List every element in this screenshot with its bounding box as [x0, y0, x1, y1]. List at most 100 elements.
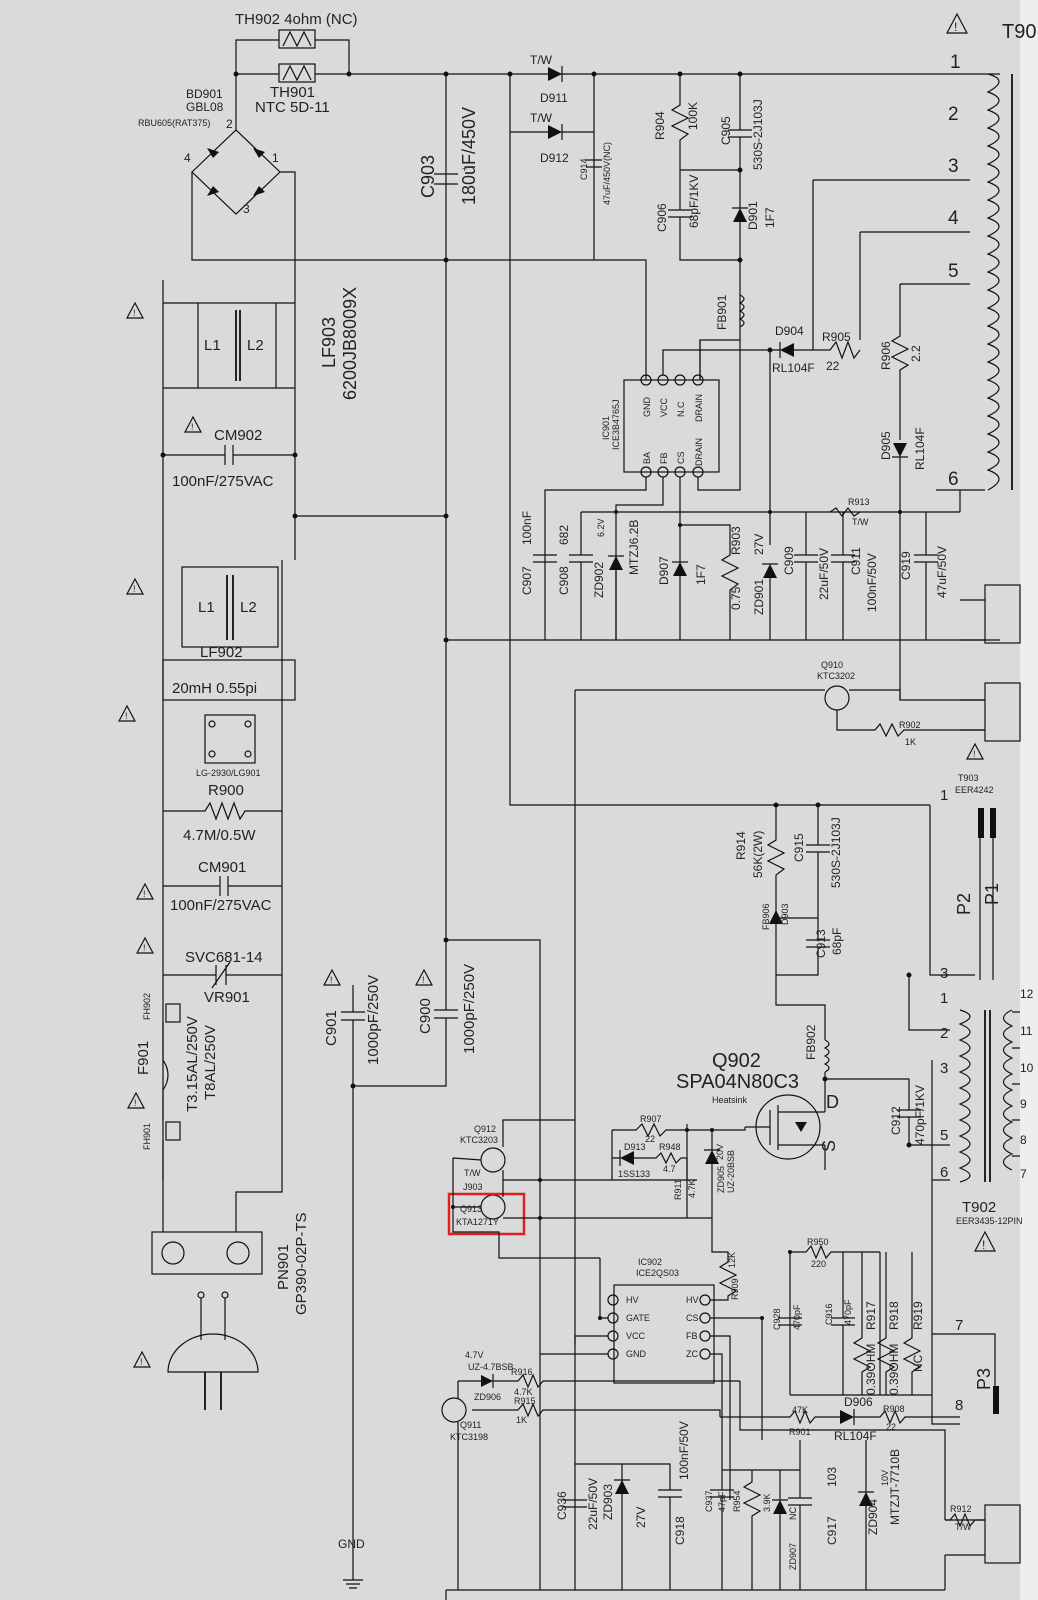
ac-input-section: TH902 4ohm (NC) TH901 NTC 5D-11 BD901 GB…	[118, 11, 1000, 1589]
c907-value: 100nF	[520, 511, 534, 545]
pn901-connector	[151, 1231, 263, 1275]
q902-label: Q902	[712, 1050, 761, 1072]
zd907-label: ZD907	[788, 1543, 798, 1570]
zd901-value: 27V	[752, 534, 766, 555]
zd905-label: ZD905	[716, 1166, 726, 1193]
f901-label: F901	[135, 1041, 152, 1075]
p2-label: P2	[954, 893, 974, 915]
c919-value: 47uF/50V	[935, 546, 949, 598]
c918-label: C918	[673, 1516, 687, 1545]
c914-value: 47uF/450V(NC)	[602, 142, 612, 205]
r905-value: 22	[826, 359, 840, 373]
ic901-pin-cs: CS	[676, 451, 686, 464]
r908-value: 22	[886, 1422, 896, 1432]
r911-label: R911	[673, 1179, 683, 1200]
d903-label: D903	[780, 903, 790, 925]
svg-text:2: 2	[226, 117, 233, 131]
r901-label: R901	[789, 1427, 811, 1437]
ic902-value: ICE2QS03	[636, 1268, 679, 1278]
zd905-part: UZ-20BSB	[726, 1150, 736, 1193]
zd907-value: NC	[788, 1507, 798, 1520]
svg-text:!: !	[982, 1238, 985, 1252]
t902-pin2: 2	[940, 1025, 948, 1042]
ic902-chip	[613, 1284, 715, 1384]
ic901-label: IC901	[601, 416, 611, 440]
lf902-label: LF902	[200, 644, 243, 661]
zd906-part: UZ-4.7BSB	[468, 1362, 514, 1372]
t902-pin6: 6	[940, 1164, 948, 1181]
warning-icon: !	[136, 882, 154, 900]
gnd-label: GND	[338, 1537, 365, 1551]
c903-value: 180uF/450V	[459, 107, 479, 205]
r900-value: 4.7M/0.5W	[183, 827, 256, 844]
t903-pin3: 3	[940, 965, 948, 982]
lf902-l2: L2	[240, 599, 257, 616]
c903-label: C903	[418, 155, 438, 198]
r903-label: R903	[729, 526, 743, 555]
t901-pin6: 6	[948, 469, 959, 490]
c928-label: C928	[772, 1308, 782, 1330]
q911-value: KTC3198	[450, 1432, 488, 1442]
q912-value: KTC3203	[460, 1135, 498, 1145]
c909-label: C909	[782, 546, 796, 575]
r912-label: R912	[950, 1504, 972, 1514]
zd906-volt: 4.7V	[465, 1350, 484, 1360]
lf903-value: 6200JB8009X	[340, 287, 360, 400]
r948-label: R948	[659, 1142, 681, 1152]
d913-label: D913	[624, 1142, 646, 1152]
fuse-f901	[162, 1022, 169, 1120]
svg-text:!: !	[140, 1357, 143, 1367]
ic902-pin-hv-right: HV	[686, 1295, 699, 1305]
q902-heatsink: Heatsink	[712, 1095, 748, 1105]
q913-value: KTA1271Y	[456, 1217, 499, 1227]
t902-secondary	[1002, 1009, 1014, 1171]
svg-text:!: !	[134, 1098, 137, 1108]
c917-value: 103	[825, 1467, 839, 1487]
r954-label: R954	[732, 1490, 742, 1512]
warning-icon: !	[126, 577, 144, 595]
r902-label: R902	[899, 720, 921, 730]
d906-diode	[840, 1410, 854, 1424]
q913-highlight-box	[447, 1192, 526, 1236]
zd907-zener	[773, 1500, 787, 1514]
r950-label: R950	[807, 1237, 829, 1247]
c911-value: 100nF/50V	[865, 553, 879, 612]
r905-label: R905	[822, 330, 851, 344]
c900-value: 1000pF/250V	[461, 964, 478, 1054]
svg-text:!: !	[191, 422, 194, 432]
svg-text:!: !	[954, 20, 957, 34]
c913-label: C913	[814, 929, 828, 958]
zd903-zener	[615, 1480, 629, 1494]
r916-label: R916	[511, 1367, 533, 1377]
r904-label: R904	[653, 111, 667, 140]
bd901-alt: RBU605(RAT375)	[138, 118, 210, 128]
zd905-value: 20V	[715, 1144, 725, 1160]
zd901-label: ZD901	[752, 579, 766, 615]
t901-pin1: 1	[950, 52, 961, 73]
zd902-value: MTZJ6.2B	[627, 520, 641, 575]
ic901-pin-gnd: GND	[642, 397, 652, 418]
r918-label: R918	[887, 1301, 901, 1330]
q913-transistor	[480, 1194, 506, 1220]
q912-label: Q912	[474, 1124, 496, 1134]
d903-diode	[769, 910, 783, 924]
c906-label: C906	[655, 203, 669, 232]
c914-label: C914	[579, 158, 589, 180]
c901-value: 1000pF/250V	[365, 975, 382, 1065]
c916-label: C916	[824, 1303, 834, 1325]
r917-value: 0.39OHM	[864, 1344, 878, 1395]
r907-value: 22	[645, 1134, 655, 1144]
d904-diode	[780, 343, 794, 357]
svg-text:!: !	[973, 749, 976, 759]
d911-label: D911	[540, 91, 568, 105]
c905-value: 530S-2J103J	[751, 99, 765, 170]
j903-label: J903	[463, 1182, 483, 1192]
zd902-zener	[609, 556, 623, 570]
r912-tw: T/W	[955, 1522, 972, 1532]
zd903-value: 27V	[634, 1507, 648, 1528]
lf902-l1: L1	[198, 599, 215, 616]
ic902-pin-fb: FB	[686, 1331, 698, 1341]
c918-value: 100nF/50V	[677, 1421, 691, 1480]
q910-value: KTC3202	[817, 671, 855, 681]
